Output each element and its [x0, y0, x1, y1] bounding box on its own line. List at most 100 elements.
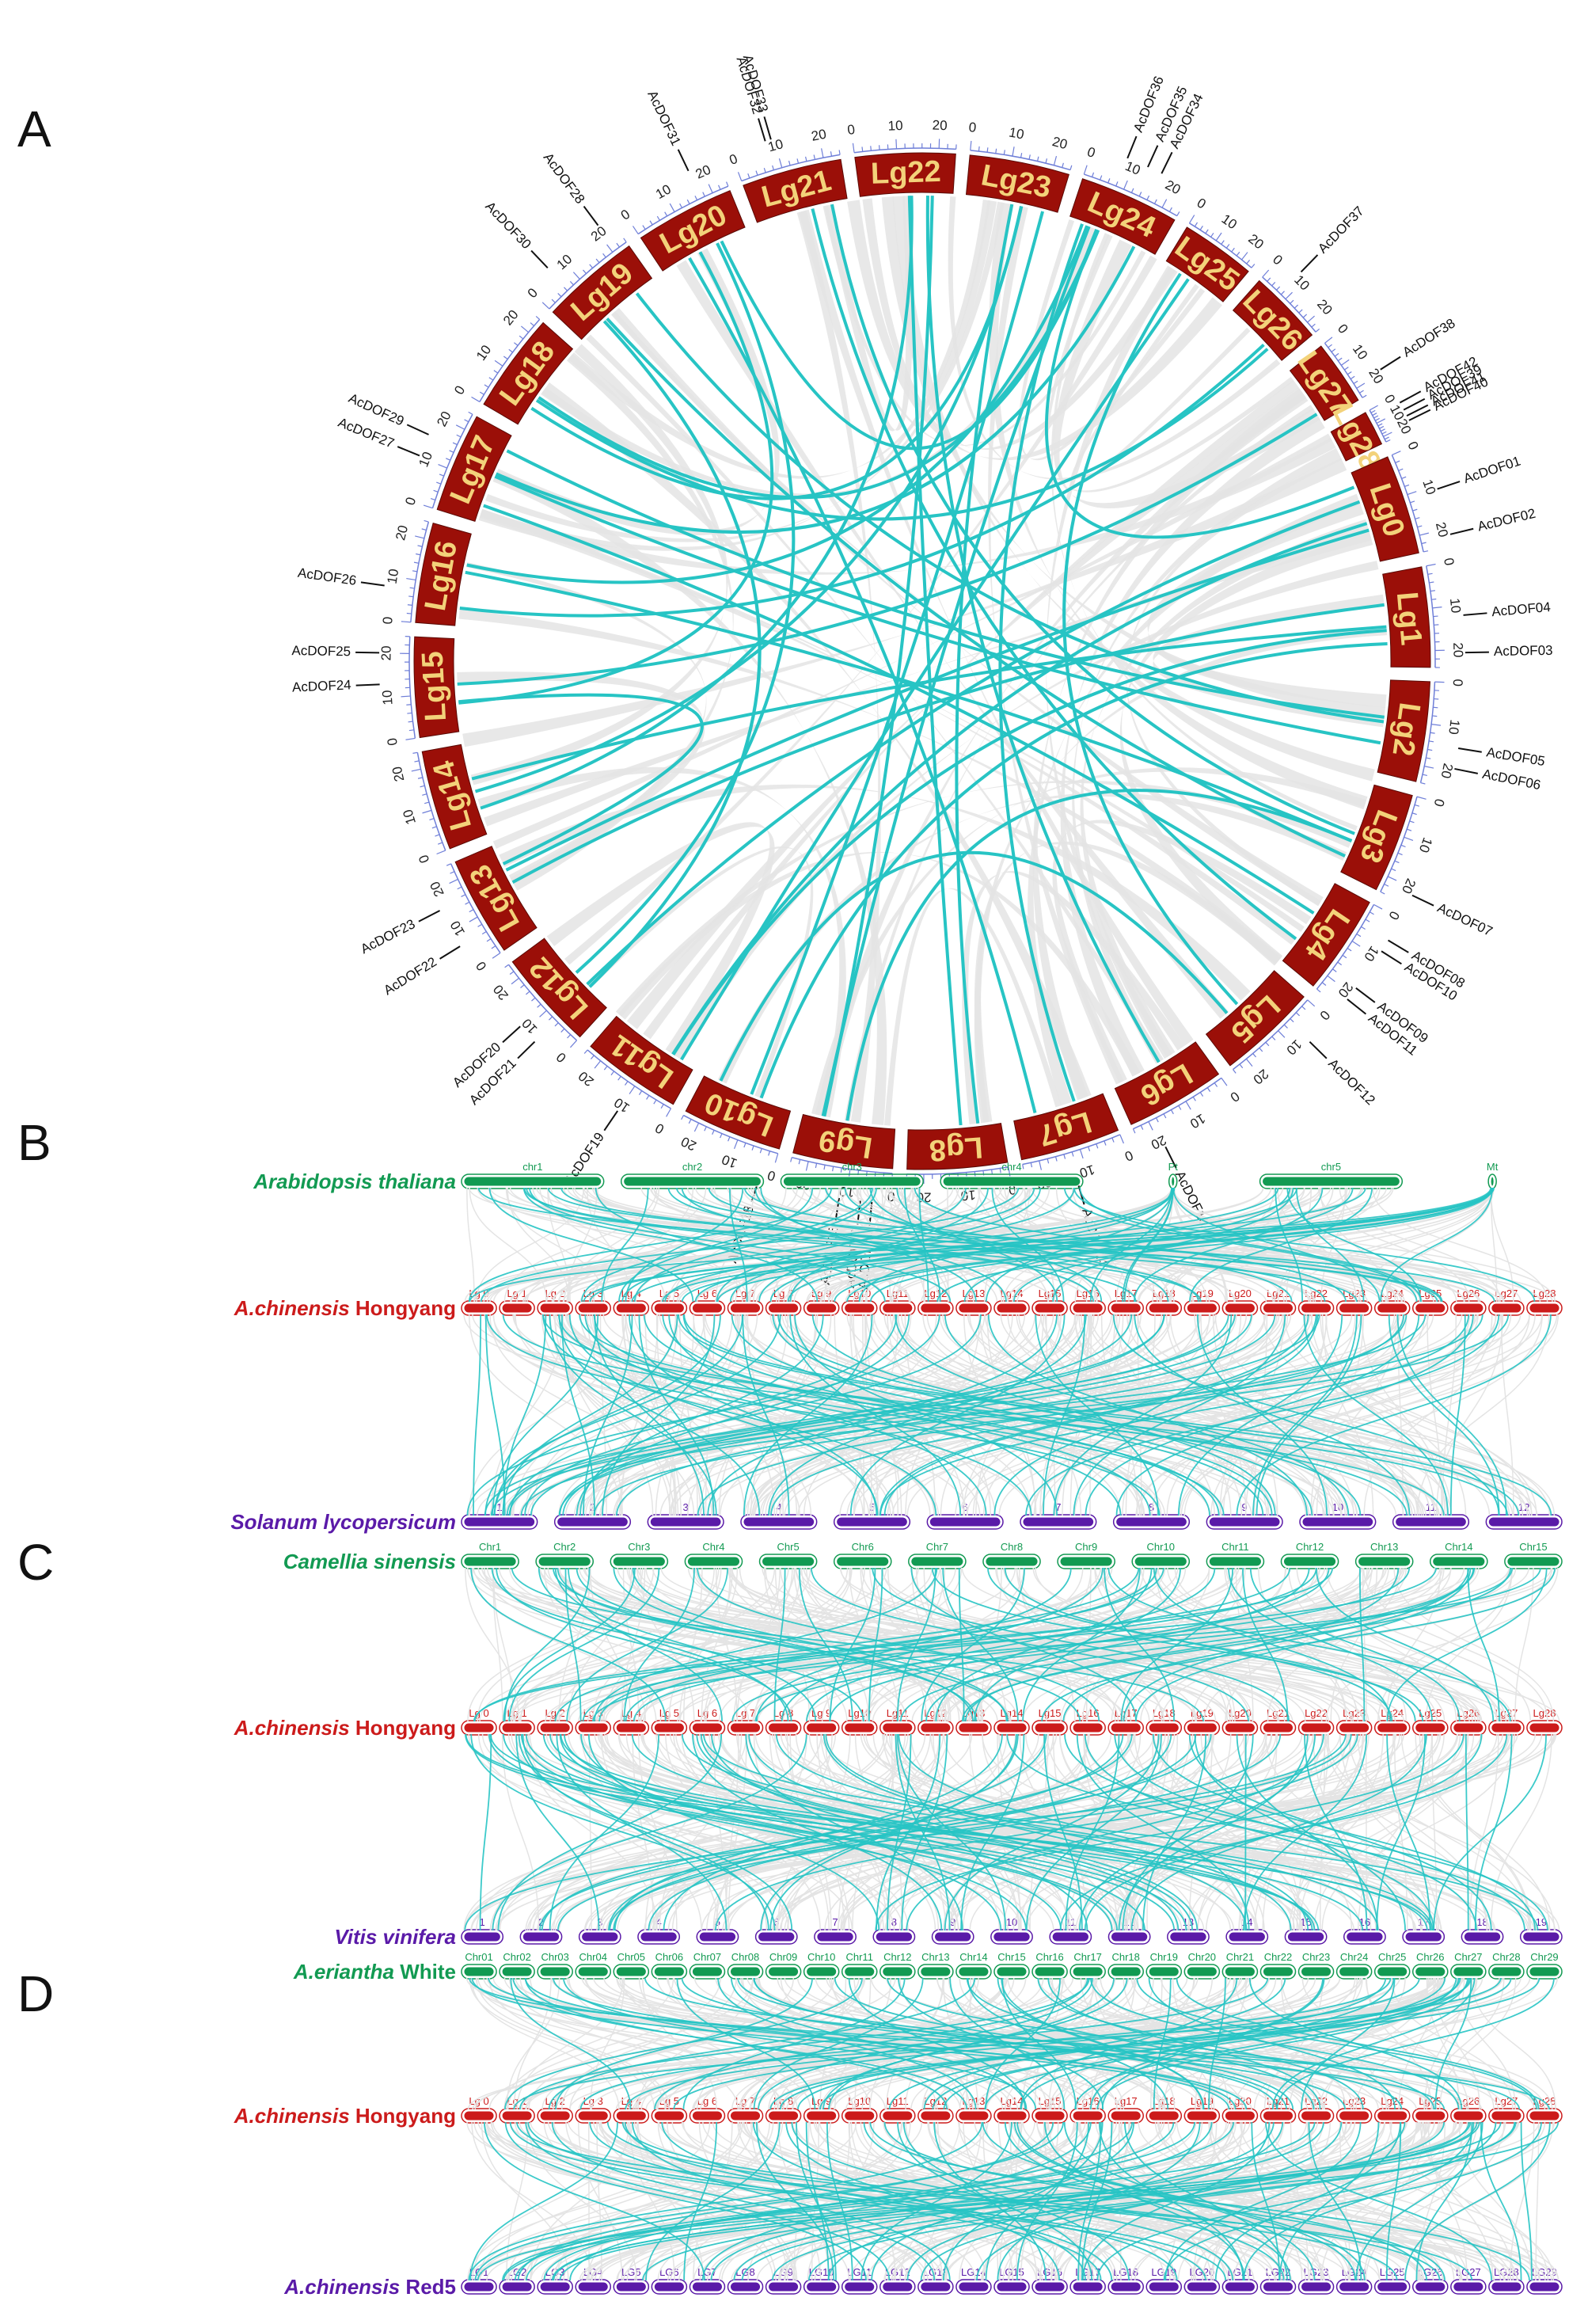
- tick-label: 20: [932, 118, 948, 134]
- tick-label: 10: [1187, 1111, 1208, 1132]
- scale-tick: [1421, 542, 1427, 545]
- collinear-link: [821, 226, 1091, 1116]
- chromosome-outline: [993, 1964, 1030, 1980]
- chromosome-bar: [806, 1722, 838, 1733]
- segment-lg10: [685, 1075, 792, 1150]
- collinear-link: [787, 1187, 1297, 1303]
- gene-tick: [1381, 950, 1402, 965]
- collinear-link: [798, 1567, 853, 1722]
- scale-tick: [1424, 766, 1434, 769]
- chromosome-outline: [955, 2108, 992, 2124]
- chromosome-bar: [1186, 1966, 1218, 1977]
- chromosome-label: Lg26: [1457, 2095, 1480, 2107]
- chromosome-bar: [1395, 1516, 1467, 1527]
- collinear-link: [676, 1977, 816, 2110]
- chromosome-label: Lg 6: [697, 1288, 717, 1299]
- collinear-link: [506, 449, 1385, 719]
- chromosome-outline: [1031, 2279, 1068, 2295]
- scale-tick: [439, 474, 444, 477]
- collinear-link: [1380, 1187, 1493, 1303]
- scale-arc: [450, 863, 501, 953]
- collinear-link: [1304, 1733, 1368, 1931]
- chromosome-bar: [768, 2110, 800, 2121]
- chromosome-bar: [463, 1303, 495, 1314]
- scale-tick: [1373, 415, 1379, 419]
- chromosome-bar: [1286, 1931, 1325, 1942]
- background-link: [1188, 1733, 1214, 1931]
- chromosome-outline: [940, 1173, 1084, 1189]
- collinear-link: [1089, 1187, 1172, 1303]
- scale-tick: [520, 984, 525, 988]
- background-link: [590, 1977, 625, 2110]
- background-link: [507, 1187, 570, 1303]
- scale-arc: [1233, 999, 1309, 1071]
- background-link: [509, 1567, 964, 1722]
- scale-arc: [410, 521, 430, 622]
- collinear-link: [513, 1977, 1502, 2110]
- tick-label: 20: [1149, 1132, 1168, 1152]
- collinear-link: [511, 1567, 1204, 1722]
- chromosome-bar: [1346, 1931, 1384, 1942]
- collinear-link: [520, 1314, 1484, 1516]
- scale-tick: [1369, 405, 1378, 411]
- chromosome-label: Chr13: [1370, 1541, 1398, 1553]
- background-link: [536, 1733, 1424, 1931]
- scale-tick: [465, 901, 470, 905]
- chromosome-bar: [729, 1966, 762, 1977]
- background-link: [475, 1977, 784, 2110]
- chromosome-bar: [958, 1722, 990, 1733]
- scale-tick: [632, 226, 639, 234]
- collinear-link: [895, 1733, 951, 1931]
- tick-label: 20: [1050, 134, 1069, 152]
- scale-tick: [638, 1090, 643, 1095]
- collinear-link: [641, 2121, 1470, 2281]
- scale-tick: [1295, 1012, 1301, 1017]
- chromosome-bar: [806, 2110, 838, 2121]
- chromosome-label: Lg12: [924, 1288, 947, 1299]
- chromosome-bar: [1432, 1556, 1486, 1567]
- scale-tick: [1276, 286, 1281, 291]
- background-link: [673, 1977, 1235, 2110]
- scale-tick: [755, 170, 758, 176]
- chromosome-outline: [1221, 1720, 1259, 1736]
- chromosome-bar: [1487, 1516, 1560, 1527]
- tick-label: 20: [693, 162, 713, 182]
- scale-tick: [446, 458, 451, 461]
- scale-tick: [733, 1139, 739, 1150]
- collinear-link: [518, 1733, 793, 1931]
- collinear-link: [1043, 1733, 1083, 1931]
- collinear-link: [502, 2121, 1316, 2281]
- background-link: [477, 1733, 789, 1931]
- species-cultivar: Hongyang: [350, 1296, 456, 1320]
- scale-tick: [1376, 418, 1386, 424]
- chromosome-label: Lg22: [1305, 1707, 1328, 1719]
- gene-label: AcDOF03: [1494, 643, 1553, 659]
- background-link: [1325, 1567, 1559, 1722]
- scale-tick: [569, 280, 574, 286]
- chromosome-label: Chr22: [1264, 1951, 1292, 1963]
- background-link: [469, 1977, 655, 2110]
- collinear-link: [458, 693, 704, 865]
- scale-tick: [492, 952, 501, 959]
- scale-tick: [494, 359, 503, 367]
- chromosome-label: Pt: [1168, 1161, 1179, 1173]
- chromosome-outline: [1057, 1554, 1115, 1569]
- scale-tick: [433, 489, 439, 493]
- collinear-link: [638, 1314, 715, 1516]
- collinear-link: [848, 1977, 1026, 2110]
- background-link: [1385, 1567, 1442, 1722]
- collinear-link: [1063, 2121, 1316, 2281]
- chromosome-label: 4: [776, 1501, 781, 1513]
- background-link: [853, 1314, 1396, 1516]
- synteny-links: [463, 1733, 1560, 1931]
- background-link: [541, 1977, 866, 2110]
- chromosome-bar: [463, 1966, 495, 1977]
- tick-label: 0: [416, 853, 432, 865]
- tick-label: 20: [588, 223, 610, 245]
- scale-tick: [1271, 282, 1276, 287]
- scale-tick: [415, 535, 424, 539]
- chromosome-bar: [882, 1303, 914, 1314]
- collinear-link: [568, 1314, 879, 1516]
- chromosome-bar: [1491, 1303, 1522, 1314]
- chromosome-label: Chr06: [655, 1951, 683, 1963]
